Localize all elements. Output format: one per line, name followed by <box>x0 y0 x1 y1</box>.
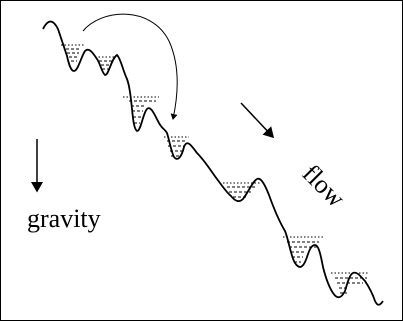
pool-1 <box>61 44 85 62</box>
flow-label: flow <box>297 159 351 213</box>
flow-arrow <box>240 102 275 139</box>
pool-3 <box>123 96 159 124</box>
gravity-label: gravity <box>27 204 101 233</box>
overflow-arrow <box>82 13 178 120</box>
pool-5 <box>223 182 261 198</box>
pool-4 <box>164 136 189 157</box>
pool-6 <box>283 236 323 263</box>
pool-7 <box>331 272 369 294</box>
pool-2 <box>95 56 115 70</box>
terrain-profile <box>42 20 384 306</box>
